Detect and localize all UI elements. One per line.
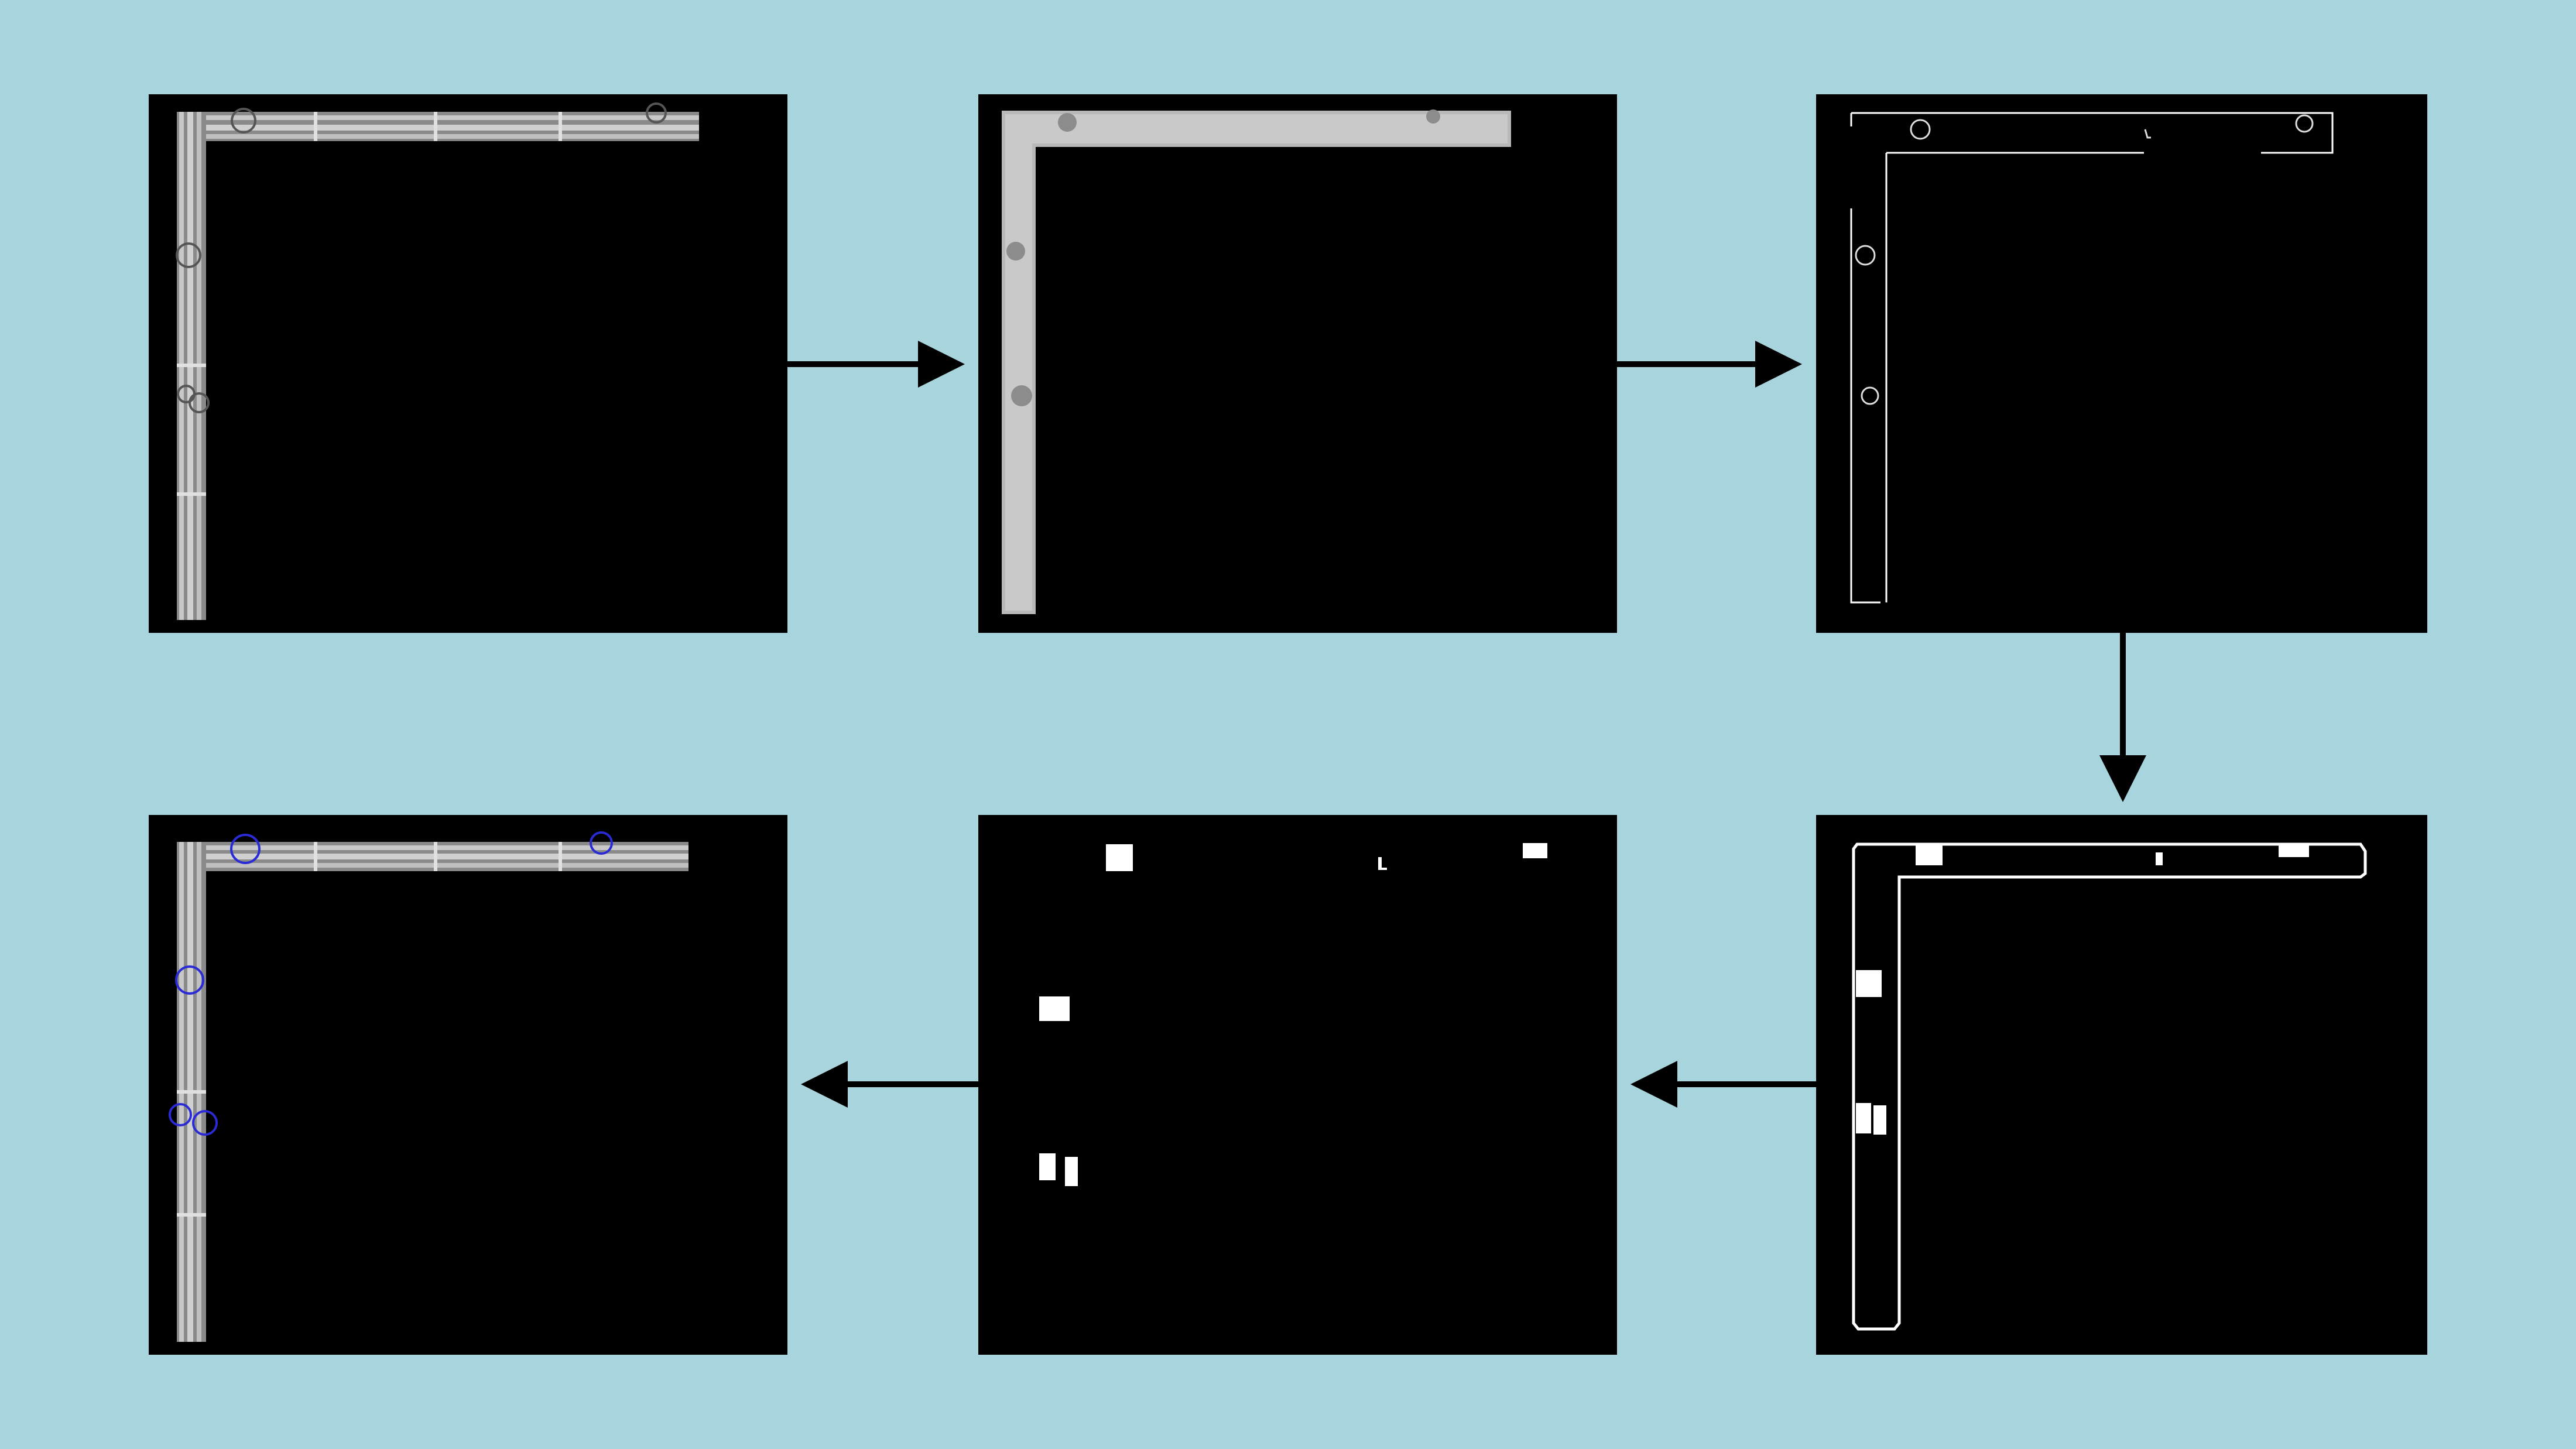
detection-overlay-panel bbox=[149, 815, 787, 1355]
contour-mask-panel bbox=[1816, 815, 2427, 1355]
edge-image bbox=[1850, 112, 2334, 604]
preprocessed-image-panel bbox=[978, 94, 1617, 633]
original-image-panel bbox=[149, 94, 787, 633]
channel-horizontal bbox=[177, 112, 699, 141]
preprocessed-image bbox=[1002, 109, 1511, 614]
detection-circle bbox=[169, 1103, 192, 1126]
blobs-image bbox=[1039, 843, 1547, 1186]
edge-detection-panel bbox=[1816, 94, 2427, 633]
detection-circles bbox=[169, 831, 613, 1136]
detection-circle bbox=[230, 834, 261, 864]
original-image bbox=[176, 102, 699, 620]
texture-spots bbox=[1006, 109, 1440, 406]
channel-vertical bbox=[177, 112, 206, 620]
detection-circle bbox=[175, 965, 204, 995]
detection-circle bbox=[590, 831, 613, 855]
isolated-blobs-panel bbox=[978, 815, 1617, 1355]
mask-image bbox=[1852, 842, 2367, 1331]
isolated-blobs bbox=[1039, 843, 1547, 1186]
edge-particles bbox=[1855, 114, 2314, 405]
overlay-image bbox=[169, 831, 688, 1342]
cell-particles bbox=[176, 102, 667, 413]
detection-circle bbox=[192, 1110, 218, 1136]
channel-vertical bbox=[177, 842, 206, 1342]
channel-horizontal bbox=[177, 842, 688, 871]
mask-blobs bbox=[1856, 844, 2309, 1135]
